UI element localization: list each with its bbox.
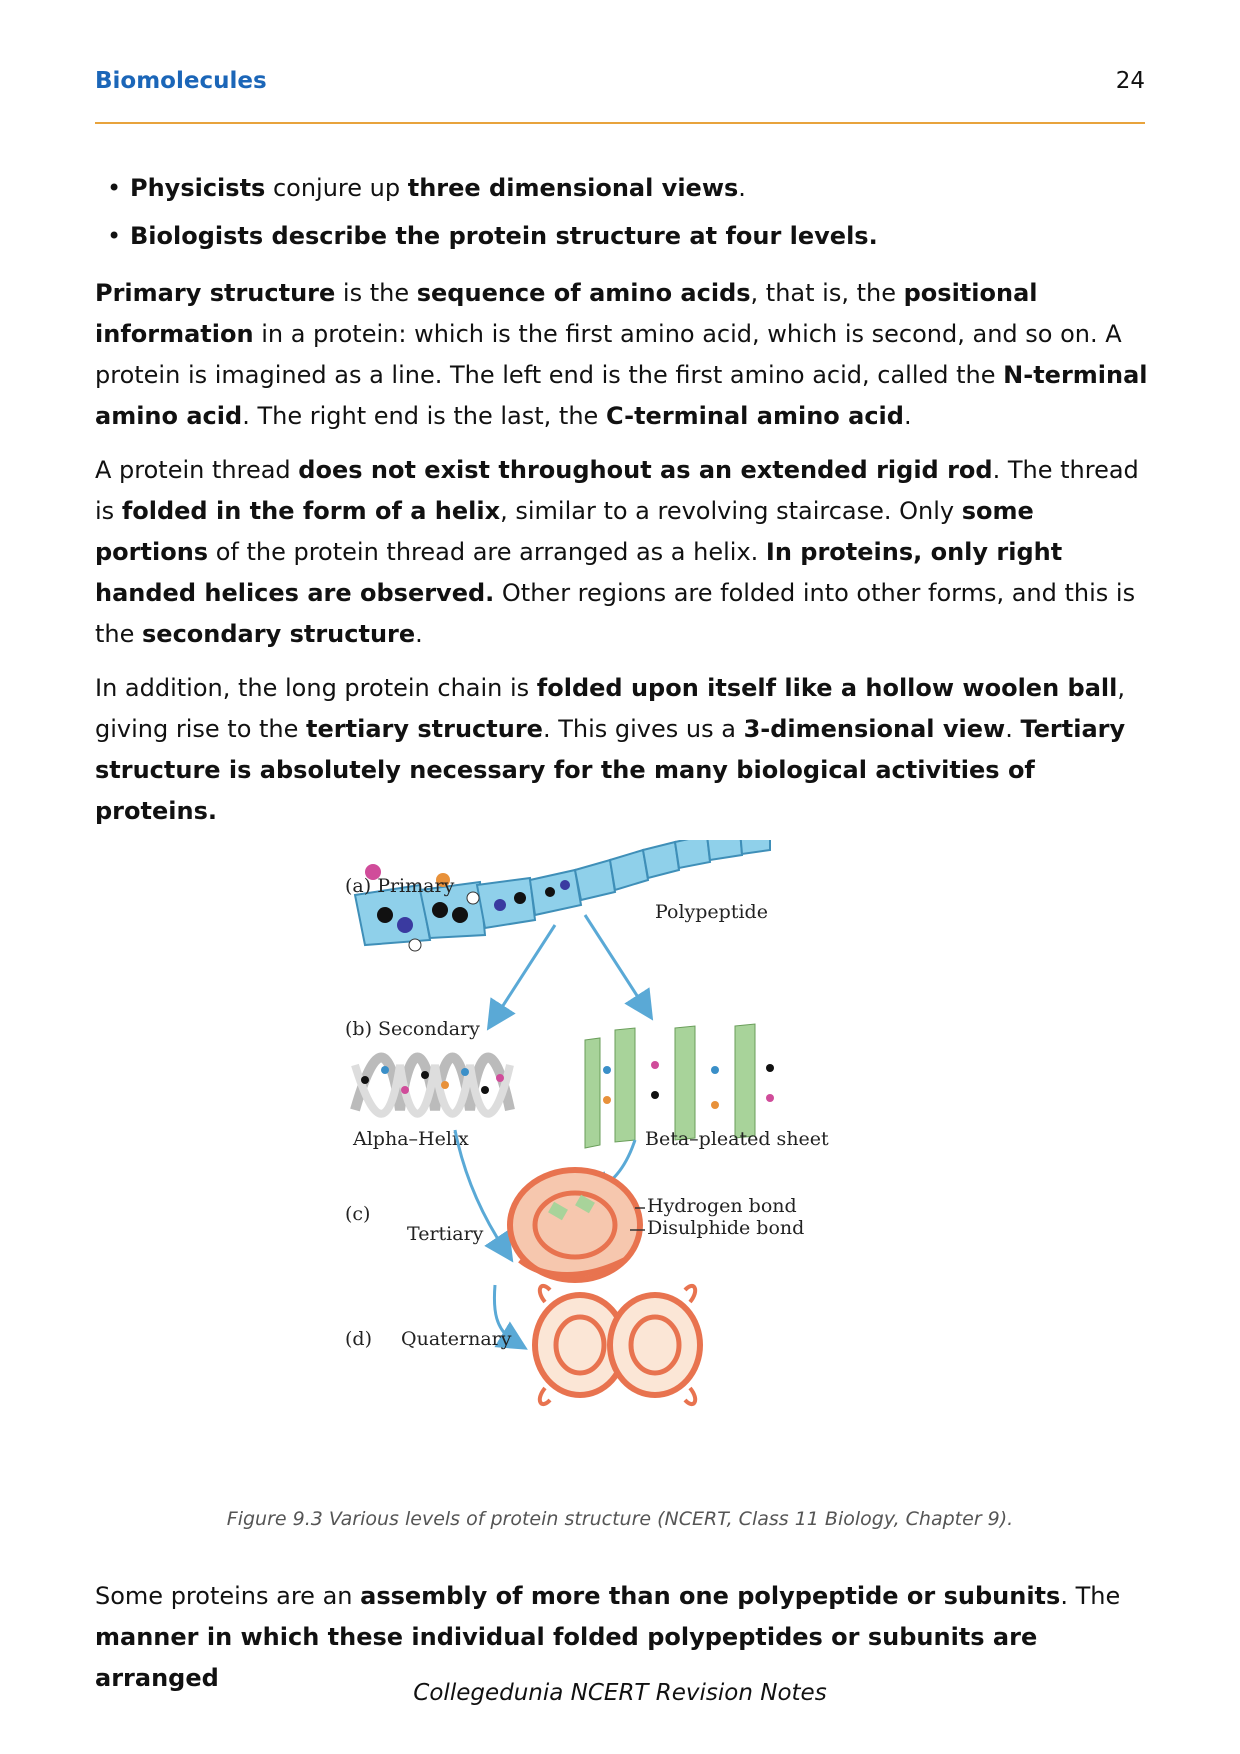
beta-sheet-illustration	[584, 1023, 774, 1149]
label-polypeptide: Polypeptide	[655, 901, 768, 923]
label-beta-sheet: Beta–pleated sheet	[645, 1128, 829, 1150]
page-header: Biomolecules 24	[95, 66, 1145, 124]
label-b-secondary: (b) Secondary	[345, 1018, 480, 1040]
arrow-helix-to-tertiary	[453, 1129, 514, 1263]
paragraph-tertiary-structure: In addition, the long protein chain is f…	[95, 674, 1126, 825]
arrow-to-quaternary	[492, 1284, 528, 1350]
paragraph-primary-structure: Primary structure is the sequence of ami…	[95, 279, 1148, 430]
label-tertiary: Tertiary	[407, 1223, 484, 1245]
main-content: Physicists conjure up three dimensional …	[95, 168, 1155, 845]
label-c: (c)	[345, 1203, 370, 1225]
label-disulphide-bond: Disulphide bond	[647, 1217, 804, 1239]
continued-content: Some proteins are an assembly of more th…	[95, 1576, 1155, 1712]
page-footer: Collegedunia NCERT Revision Notes	[413, 1680, 827, 1706]
section-title: Biomolecules	[95, 68, 267, 94]
label-quaternary: Quaternary	[401, 1328, 512, 1350]
bullet-item: Biologists describe the protein structur…	[95, 216, 1155, 257]
quaternary-structure-illustration	[532, 1283, 703, 1407]
alpha-helix-illustration	[350, 1052, 515, 1118]
bullet-list: Physicists conjure up three dimensional …	[95, 168, 1155, 257]
protein-structure-figure: (a) Primary Polypeptide (b) Secondary Al…	[345, 826, 905, 1470]
bullet-item: Physicists conjure up three dimensional …	[95, 168, 1155, 209]
label-a-primary: (a) Primary	[345, 875, 455, 897]
label-alpha-helix: Alpha–Helix	[352, 1128, 469, 1150]
label-hydrogen-bond: Hydrogen bond	[647, 1195, 797, 1217]
figure-caption: Figure 9.3 Various levels of protein str…	[226, 1508, 1014, 1530]
page-number: 24	[1115, 68, 1145, 94]
protein-structure-diagram: (a) Primary Polypeptide (b) Secondary Al…	[345, 826, 829, 1407]
tertiary-structure-illustration	[507, 1167, 643, 1283]
paragraph-quaternary-structure: Some proteins are an assembly of more th…	[95, 1582, 1121, 1692]
paragraph-secondary-structure: A protein thread does not exist througho…	[95, 456, 1139, 648]
arrow-to-alpha-helix	[486, 924, 557, 1031]
arrow-to-beta-sheet	[583, 914, 654, 1021]
label-d: (d)	[345, 1328, 372, 1350]
